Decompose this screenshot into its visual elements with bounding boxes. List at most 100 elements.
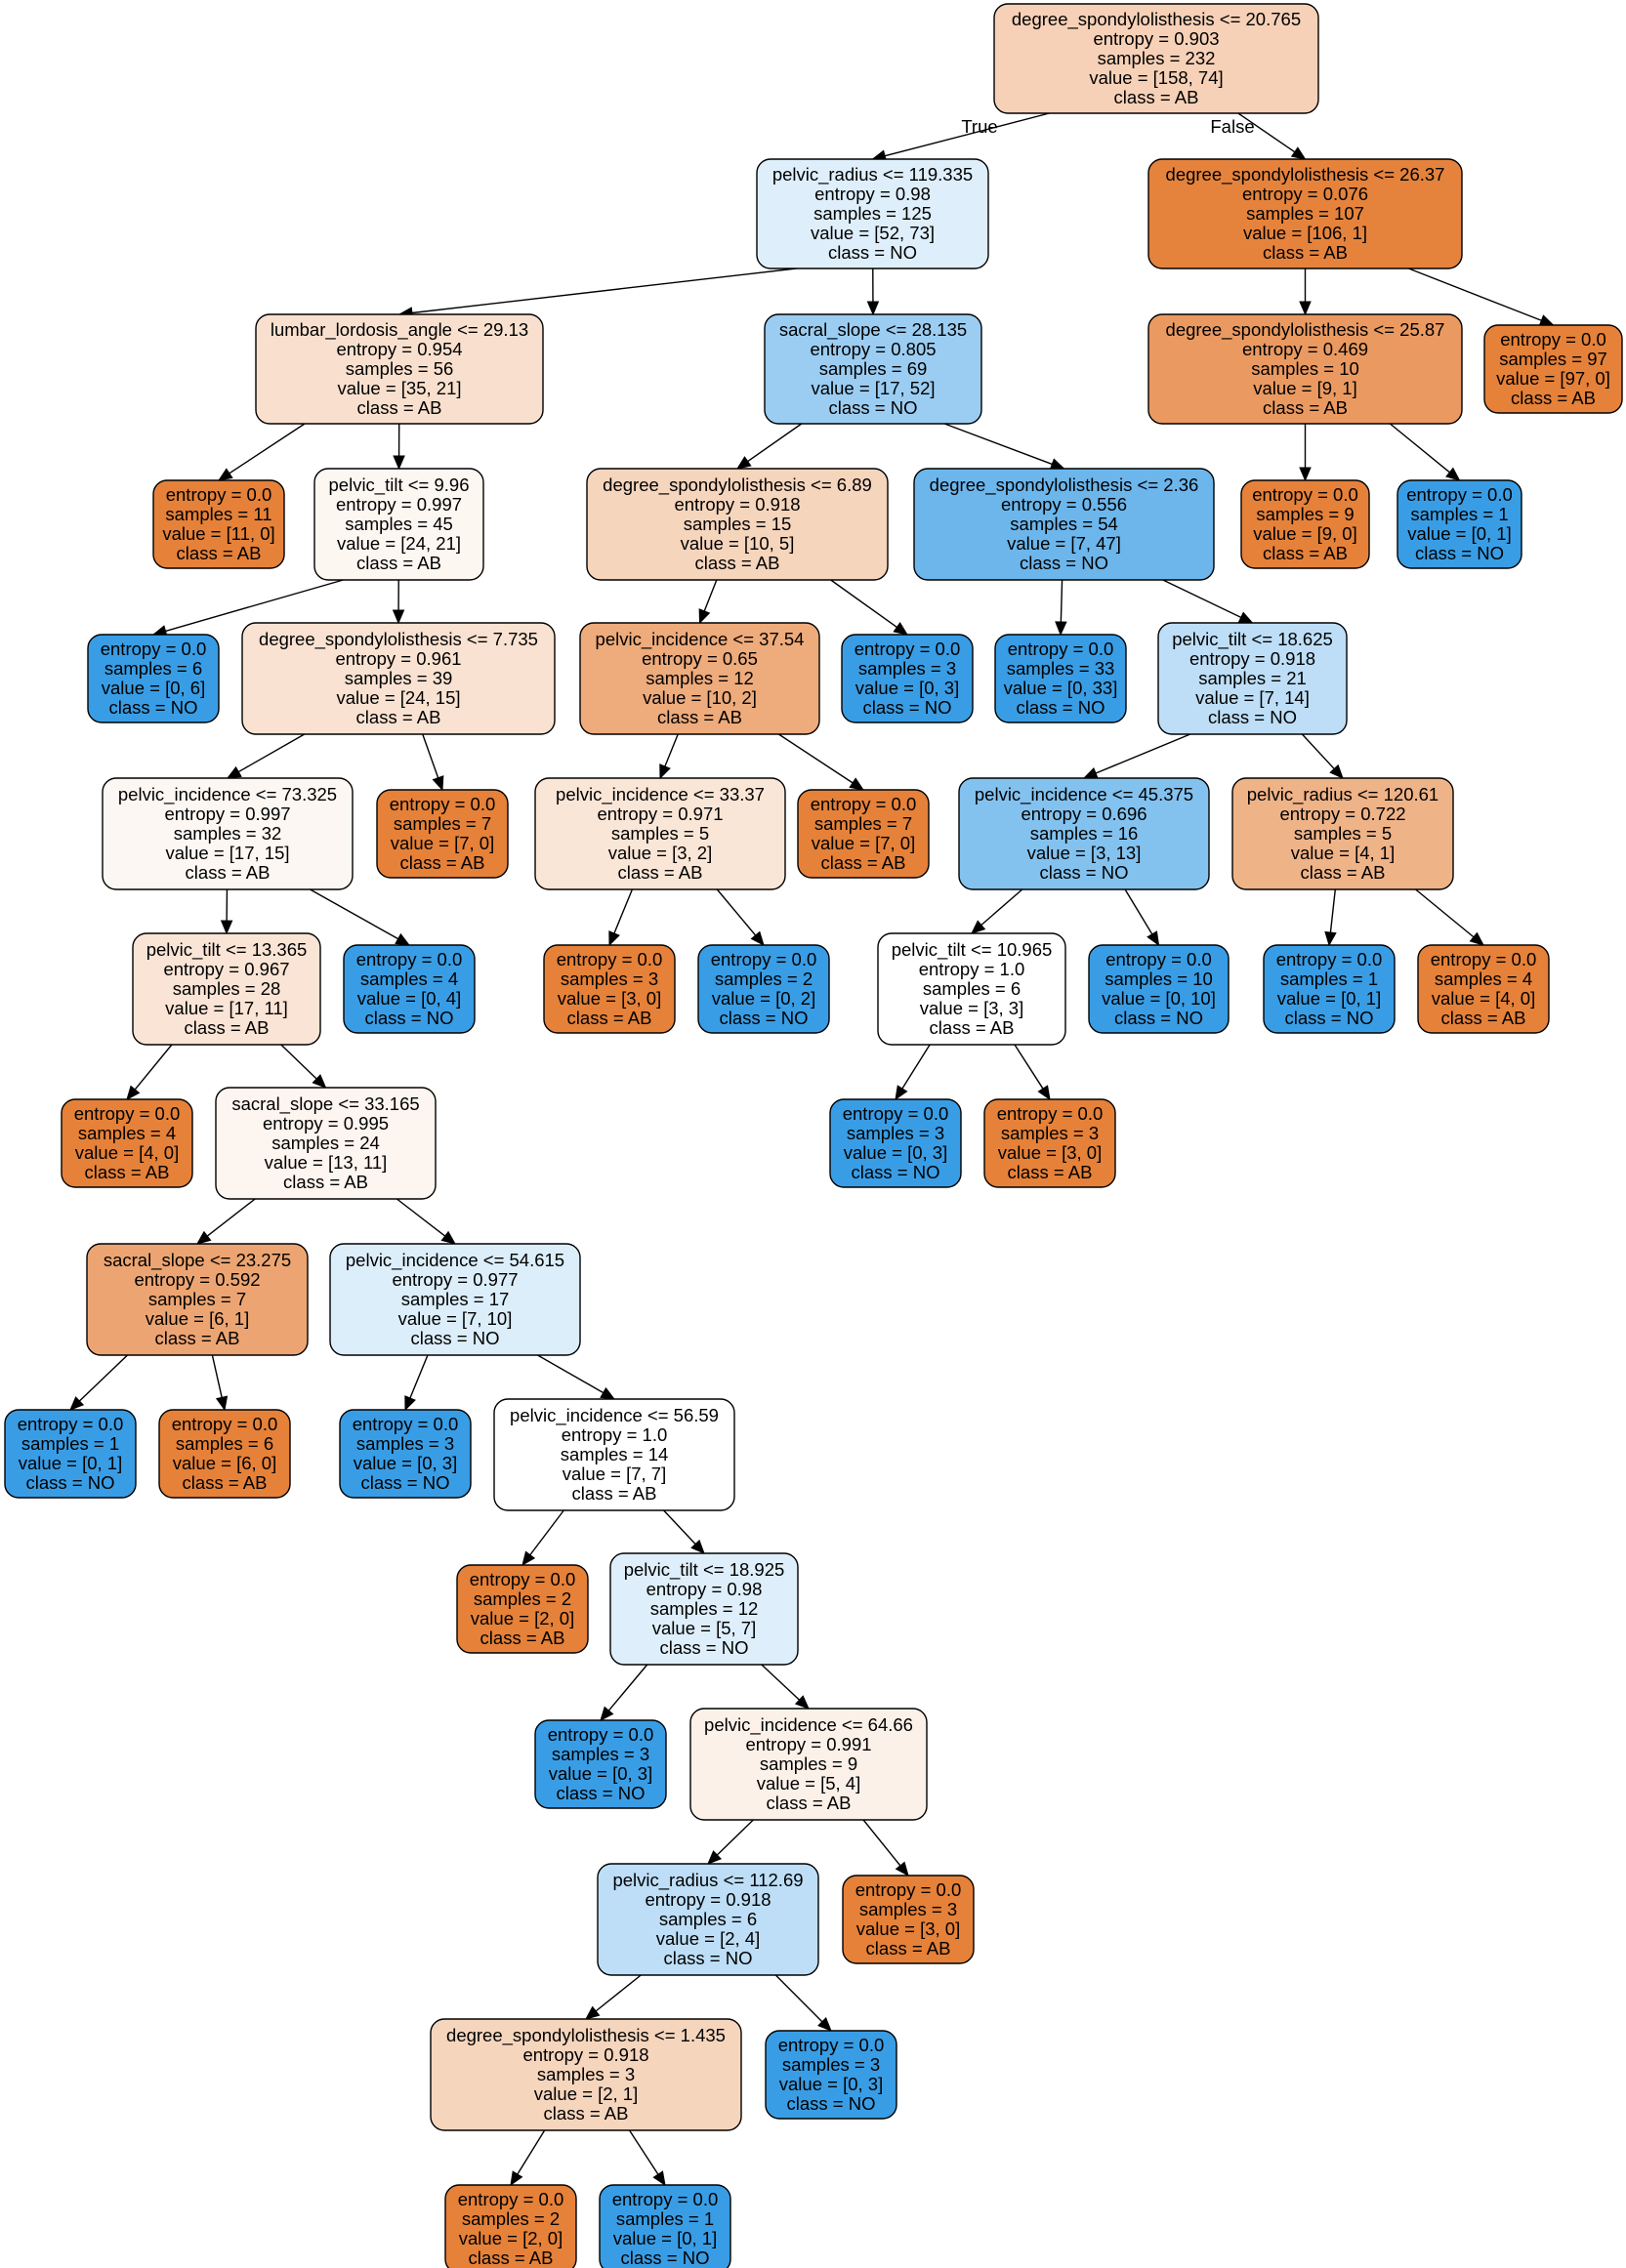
edge-29-36 xyxy=(1014,1044,1044,1090)
node-10-line-4: class = NO xyxy=(1020,553,1108,573)
edge-arrowhead-2-5 xyxy=(1299,301,1312,316)
node-11-line-0: entropy = 0.0 xyxy=(1252,484,1358,505)
edge-14-19 xyxy=(237,733,306,773)
node-50-line-2: value = [0, 3] xyxy=(779,2074,883,2094)
node-31-line-2: value = [0, 1] xyxy=(1277,988,1381,1009)
node-46-line-0: pelvic_incidence <= 64.66 xyxy=(704,1714,913,1736)
node-22-line-0: entropy = 0.0 xyxy=(811,794,917,814)
edge-arrowhead-5-12 xyxy=(1445,467,1461,481)
node-37-line-3: value = [6, 1] xyxy=(146,1308,249,1329)
node-8-line-1: entropy = 0.997 xyxy=(336,494,462,515)
node-box-20 xyxy=(376,789,509,879)
edge-arrowhead-46-48 xyxy=(895,1861,909,1876)
node-8-line-4: class = AB xyxy=(356,553,441,573)
edge-44-45 xyxy=(607,1664,648,1711)
node-50-line-3: class = NO xyxy=(787,2093,876,2114)
node-52-line-1: samples = 1 xyxy=(616,2208,714,2229)
node-49-line-0: degree_spondylolisthesis <= 1.435 xyxy=(446,2025,726,2046)
node-box-32 xyxy=(1417,944,1550,1034)
node-0-line-4: class = AB xyxy=(1114,87,1199,107)
node-49-line-1: entropy = 0.918 xyxy=(522,2044,648,2065)
node-7-line-2: value = [11, 0] xyxy=(162,523,274,544)
node-5-line-3: value = [9, 1] xyxy=(1253,378,1356,398)
edge-37-39 xyxy=(78,1354,128,1402)
node-44-line-4: class = NO xyxy=(660,1637,749,1658)
node-12-line-2: value = [0, 1] xyxy=(1407,523,1511,544)
edge-49-52 xyxy=(628,2129,659,2175)
node-38-line-2: samples = 17 xyxy=(401,1289,510,1309)
node-45-line-2: value = [0, 3] xyxy=(549,1763,652,1784)
node-15-line-2: samples = 12 xyxy=(646,668,754,688)
node-25-line-1: entropy = 0.967 xyxy=(163,959,289,979)
node-5-line-0: degree_spondylolisthesis <= 25.87 xyxy=(1166,319,1445,341)
node-13-line-2: value = [0, 6] xyxy=(102,678,205,698)
node-box-8 xyxy=(313,468,484,581)
edge-8-13 xyxy=(165,579,344,633)
edge-arrowhead-47-50 xyxy=(817,2017,832,2032)
node-29-line-2: samples = 6 xyxy=(923,978,1021,999)
node-box-37 xyxy=(86,1243,309,1356)
edge-arrowhead-19-25 xyxy=(220,920,233,935)
node-47-line-2: samples = 6 xyxy=(659,1909,757,1929)
node-16-line-3: class = NO xyxy=(863,697,952,718)
node-box-38 xyxy=(329,1243,581,1356)
edge-23-29 xyxy=(980,888,1023,926)
node-5-line-2: samples = 10 xyxy=(1251,358,1359,379)
edge-label-false: False xyxy=(1210,116,1254,137)
node-39-line-0: entropy = 0.0 xyxy=(18,1414,124,1434)
node-29-line-4: class = AB xyxy=(930,1017,1015,1038)
tree-node-5: degree_spondylolisthesis <= 25.87entropy… xyxy=(1147,313,1463,425)
edge-arrowhead-15-21 xyxy=(659,763,671,780)
node-35-line-3: class = NO xyxy=(852,1162,940,1182)
node-38-line-4: class = NO xyxy=(411,1328,500,1348)
node-3-line-4: class = AB xyxy=(357,397,442,418)
node-46-line-4: class = AB xyxy=(767,1793,852,1813)
node-2-line-0: degree_spondylolisthesis <= 26.37 xyxy=(1166,164,1445,186)
node-27-line-1: samples = 3 xyxy=(561,969,658,989)
node-20-line-3: class = AB xyxy=(400,852,485,873)
node-3-line-2: samples = 56 xyxy=(346,358,454,379)
node-20-line-0: entropy = 0.0 xyxy=(390,794,496,814)
node-box-52 xyxy=(599,2184,731,2268)
edge-arrowhead-14-20 xyxy=(432,775,444,792)
node-30-line-0: entropy = 0.0 xyxy=(1105,949,1212,969)
edge-47-50 xyxy=(774,1974,823,2023)
edge-9-15 xyxy=(703,579,718,612)
edge-19-26 xyxy=(310,888,399,940)
node-41-line-2: value = [0, 3] xyxy=(354,1453,457,1473)
node-43-line-1: samples = 2 xyxy=(474,1588,571,1609)
node-35-line-2: value = [0, 3] xyxy=(844,1142,947,1163)
node-box-24 xyxy=(1231,777,1454,890)
edge-arrowhead-34-38 xyxy=(440,1230,457,1245)
node-39-line-1: samples = 1 xyxy=(21,1433,119,1454)
node-4-line-3: value = [17, 52] xyxy=(811,378,935,398)
node-25-line-4: class = AB xyxy=(185,1017,270,1038)
edge-arrowhead-21-28 xyxy=(750,930,765,946)
node-18-line-4: class = NO xyxy=(1208,707,1297,727)
node-16-line-2: value = [0, 3] xyxy=(855,678,959,698)
node-box-17 xyxy=(994,634,1127,723)
edge-arrowhead-44-46 xyxy=(794,1695,810,1710)
node-box-40 xyxy=(158,1409,291,1499)
node-23-line-1: entropy = 0.696 xyxy=(1021,804,1147,824)
node-45-line-1: samples = 3 xyxy=(552,1744,649,1764)
node-29-line-3: value = [3, 3] xyxy=(920,998,1023,1018)
edge-49-51 xyxy=(517,2129,546,2175)
node-43-line-3: class = AB xyxy=(480,1628,565,1648)
edge-arrowhead-24-32 xyxy=(1469,931,1484,946)
node-24-line-0: pelvic_radius <= 120.61 xyxy=(1247,784,1438,805)
node-2-line-2: samples = 107 xyxy=(1246,203,1364,224)
edge-24-32 xyxy=(1415,888,1475,938)
